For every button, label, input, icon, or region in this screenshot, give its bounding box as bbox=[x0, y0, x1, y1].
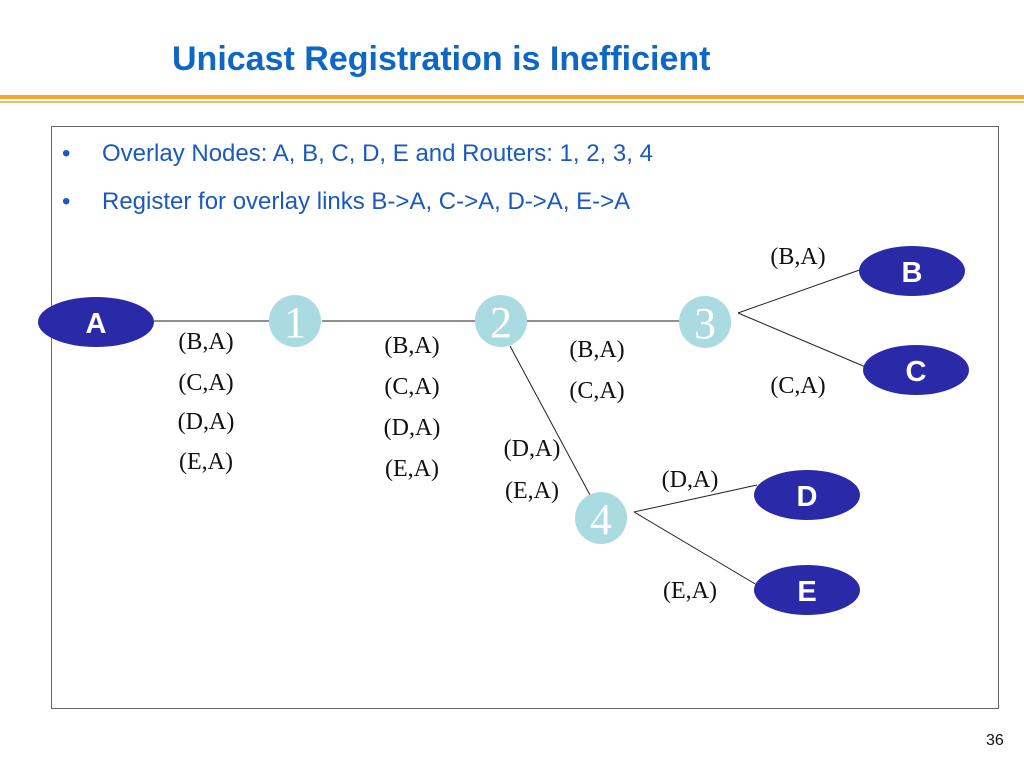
node-label: A bbox=[86, 308, 107, 340]
bullet-text: Overlay Nodes: A, B, C, D, E and Routers… bbox=[102, 140, 653, 167]
node-ellipse bbox=[38, 297, 154, 347]
link-label-2-4: (E,A) bbox=[505, 478, 559, 504]
node-label: B bbox=[902, 257, 923, 289]
link-label-a-1: (D,A) bbox=[178, 409, 235, 435]
router-label: 2 bbox=[490, 298, 512, 347]
node-label: C bbox=[906, 356, 927, 388]
link-label-2-3: (B,A) bbox=[569, 337, 624, 363]
title-underline bbox=[0, 95, 1024, 99]
link-3-b bbox=[737, 266, 869, 314]
router-label: 3 bbox=[694, 299, 716, 348]
link-label-4-d: (D,A) bbox=[662, 467, 719, 493]
node-ellipse bbox=[754, 470, 860, 520]
bullet-item: • Overlay Nodes: A, B, C, D, E and Router… bbox=[62, 140, 653, 188]
router-circle bbox=[269, 295, 321, 347]
router-circle bbox=[679, 296, 731, 348]
link-label-a-1: (E,A) bbox=[179, 449, 233, 475]
node-label: E bbox=[797, 576, 816, 608]
link-label-a-1: (B,A) bbox=[178, 329, 233, 355]
link-label-1-2: (D,A) bbox=[384, 415, 441, 441]
node-ellipse bbox=[859, 246, 965, 296]
bullet-item: • Register for overlay links B->A, C->A, … bbox=[62, 188, 653, 236]
node-ellipse bbox=[863, 345, 969, 395]
bullet-symbol: • bbox=[62, 140, 71, 167]
link-4-d bbox=[633, 484, 758, 513]
router-label: 1 bbox=[284, 298, 306, 347]
link-4-e bbox=[633, 511, 758, 586]
content-frame bbox=[51, 126, 999, 709]
link-label-1-2: (E,A) bbox=[385, 456, 439, 482]
overlay-node-b: B bbox=[859, 246, 965, 296]
page-number: 36 bbox=[986, 732, 1004, 749]
slide-title: Unicast Registration is Inefficient bbox=[172, 40, 711, 78]
link-label-4-e: (E,A) bbox=[663, 578, 717, 604]
router-2: 2 bbox=[475, 295, 527, 347]
link-label-3-b: (B,A) bbox=[770, 244, 825, 270]
link-label-3-c: (C,A) bbox=[770, 373, 825, 399]
router-circle bbox=[475, 295, 527, 347]
link-label-2-4: (D,A) bbox=[504, 436, 561, 462]
overlay-node-d: D bbox=[754, 470, 860, 520]
router-label: 4 bbox=[590, 495, 612, 544]
link-label-2-3: (C,A) bbox=[569, 378, 624, 404]
router-4: 4 bbox=[575, 492, 627, 544]
router-3: 3 bbox=[679, 296, 731, 348]
router-1: 1 bbox=[269, 295, 321, 347]
bullet-text: Register for overlay links B->A, C->A, D… bbox=[102, 188, 631, 215]
link-3-c bbox=[737, 312, 869, 369]
router-circle bbox=[575, 492, 627, 544]
link-2-4 bbox=[509, 345, 591, 496]
node-ellipse bbox=[754, 565, 860, 615]
link-label-a-1: (C,A) bbox=[178, 370, 233, 396]
overlay-node-a: A bbox=[38, 297, 154, 347]
overlay-node-e: E bbox=[754, 565, 860, 615]
overlay-node-c: C bbox=[863, 345, 969, 395]
bullet-list: • Overlay Nodes: A, B, C, D, E and Router… bbox=[62, 140, 653, 236]
bullet-symbol: • bbox=[62, 188, 71, 215]
title-underline-thin bbox=[0, 101, 1024, 103]
node-label: D bbox=[797, 481, 818, 513]
link-label-1-2: (C,A) bbox=[384, 374, 439, 400]
link-label-1-2: (B,A) bbox=[384, 333, 439, 359]
